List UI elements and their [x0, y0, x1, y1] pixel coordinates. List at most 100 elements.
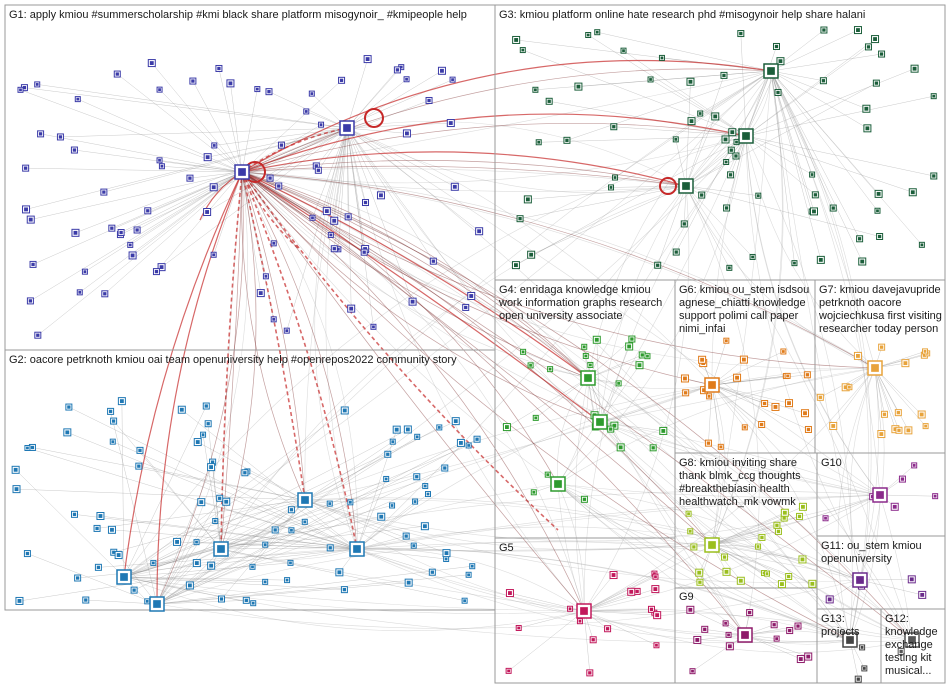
node-avatar [30, 445, 35, 450]
node-avatar [263, 580, 267, 584]
node-avatar [760, 535, 764, 540]
edge-background [583, 610, 913, 653]
node-avatar [879, 345, 884, 349]
edge-member [726, 135, 747, 209]
node-avatar [892, 504, 897, 509]
edge-member [711, 375, 786, 386]
node-avatar [470, 564, 474, 568]
edge-member [535, 377, 589, 419]
edge-member [123, 405, 207, 578]
node-avatar [588, 671, 592, 675]
edge-member [874, 367, 900, 431]
node-avatar [932, 174, 936, 178]
node-avatar [151, 561, 155, 565]
node-avatar [508, 591, 512, 595]
node-avatar [882, 412, 887, 416]
node-avatar [649, 78, 652, 81]
node-avatar [548, 367, 552, 371]
edge-member [123, 429, 408, 578]
edge-reply [241, 171, 306, 501]
edge-reply [241, 171, 585, 612]
edge-member [40, 133, 243, 173]
edge-member [304, 499, 414, 546]
node-avatar [923, 350, 927, 353]
node-avatar [759, 422, 764, 427]
node-avatar [132, 588, 136, 592]
edge-member [711, 517, 785, 546]
node-avatar [588, 363, 592, 367]
node-avatar [437, 426, 441, 429]
node-avatar [303, 520, 307, 524]
node-avatar [394, 427, 399, 432]
node-avatar [682, 182, 690, 190]
node-avatar [272, 317, 276, 321]
group-label-g5: G5 [499, 542, 514, 554]
edge-member [770, 70, 923, 245]
edge-background [711, 384, 726, 546]
node-avatar [724, 569, 729, 574]
edge-member [506, 377, 589, 428]
edge-member [745, 135, 934, 177]
node-avatar [924, 424, 927, 428]
edge-background [356, 544, 713, 552]
node-avatar [899, 649, 903, 654]
node-avatar [19, 88, 22, 92]
node-avatar [404, 534, 408, 538]
edge-member [711, 384, 809, 430]
edge-member [711, 384, 762, 425]
edge-member [833, 367, 876, 427]
edge-member [346, 66, 402, 129]
node-avatar [115, 72, 119, 76]
node-avatar [800, 557, 805, 562]
node-avatar [876, 491, 884, 499]
group-boxes [4, 4, 946, 684]
edge-member [711, 544, 803, 560]
node-avatar [17, 599, 22, 603]
group-box-g12 [880, 608, 946, 684]
node-avatar [13, 467, 18, 472]
node-avatar [728, 173, 733, 177]
edge-reply [241, 165, 687, 187]
edge-background [859, 367, 885, 581]
edge-member [189, 171, 243, 179]
edge-reply [241, 160, 687, 187]
node-avatar [413, 500, 417, 503]
node-avatar [362, 250, 366, 254]
node-avatar [128, 243, 132, 247]
edge-member [241, 171, 274, 244]
edge-member [623, 50, 747, 137]
edge-background [685, 185, 913, 641]
node-avatar [651, 446, 655, 450]
node-avatar [342, 587, 347, 592]
edge-member [356, 535, 407, 550]
node-avatar [793, 261, 796, 265]
edge-member [611, 185, 687, 188]
edge-member [685, 185, 730, 268]
node-avatar [576, 84, 581, 89]
node-avatar [772, 623, 776, 627]
node-avatar [537, 140, 541, 144]
edge-member [220, 516, 382, 550]
edge-member [123, 476, 417, 578]
node-avatar [453, 419, 458, 424]
node-avatar [116, 553, 121, 557]
node-avatar [806, 427, 811, 432]
edge-member [100, 515, 358, 550]
node-avatar [343, 124, 351, 132]
node-avatar [724, 160, 728, 164]
edge-member [113, 420, 222, 550]
edge-member [711, 544, 789, 577]
edge-member [346, 127, 455, 188]
edge-background [744, 630, 851, 641]
node-avatar [818, 395, 822, 399]
node-avatar [111, 440, 115, 444]
edge-background [123, 421, 601, 578]
node-avatar [386, 452, 390, 456]
node-avatar [762, 401, 767, 406]
node-avatar [324, 209, 329, 214]
edge-member [599, 346, 630, 423]
edge-background [346, 121, 687, 187]
node-avatar [372, 325, 375, 329]
edge-member [356, 501, 416, 550]
edge-background [304, 499, 746, 636]
